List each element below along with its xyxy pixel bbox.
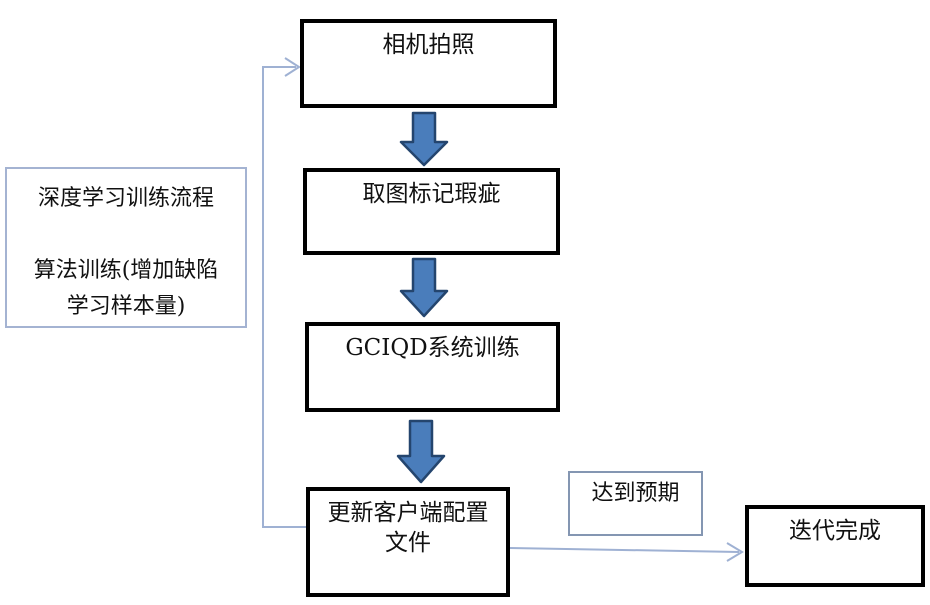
condition-expectation-met-label: 达到预期: [591, 481, 680, 506]
note-blank-line: [7, 217, 245, 253]
loopback-connector-line: [262, 66, 306, 528]
step-image-defect-labeling: 取图标记瑕疵: [303, 168, 560, 255]
down-block-arrow-icon: [396, 419, 446, 484]
step-gciqd-system-training-label: GCIQD系统训练: [345, 335, 520, 361]
success-connector-line: [509, 547, 740, 553]
step-camera-capture: 相机拍照: [300, 19, 557, 108]
note-line-1: 深度学习训练流程: [37, 186, 214, 211]
step-camera-capture-label: 相机拍照: [382, 32, 475, 58]
step-gciqd-system-training: GCIQD系统训练: [305, 322, 560, 412]
step-iteration-complete: 迭代完成: [745, 505, 925, 587]
step-update-client-config: 更新客户端配置 文件: [306, 487, 510, 597]
condition-expectation-met: 达到预期: [568, 471, 703, 536]
down-block-arrow-icon: [399, 257, 449, 318]
note-line-2: 算法训练(增加缺陷: [33, 258, 219, 283]
step-update-client-config-line1: 更新客户端配置: [327, 500, 489, 526]
step-image-defect-labeling-label: 取图标记瑕疵: [362, 181, 501, 207]
success-arrowhead-icon: [726, 542, 744, 562]
down-block-arrow-icon: [399, 111, 449, 167]
step-update-client-config-line2: 文件: [385, 530, 431, 556]
note-training-process: 深度学习训练流程 算法训练(增加缺陷 学习样本量): [5, 167, 247, 328]
note-line-3: 学习样本量): [66, 294, 186, 319]
loopback-arrowhead-icon: [284, 57, 301, 77]
step-iteration-complete-label: 迭代完成: [789, 518, 881, 544]
